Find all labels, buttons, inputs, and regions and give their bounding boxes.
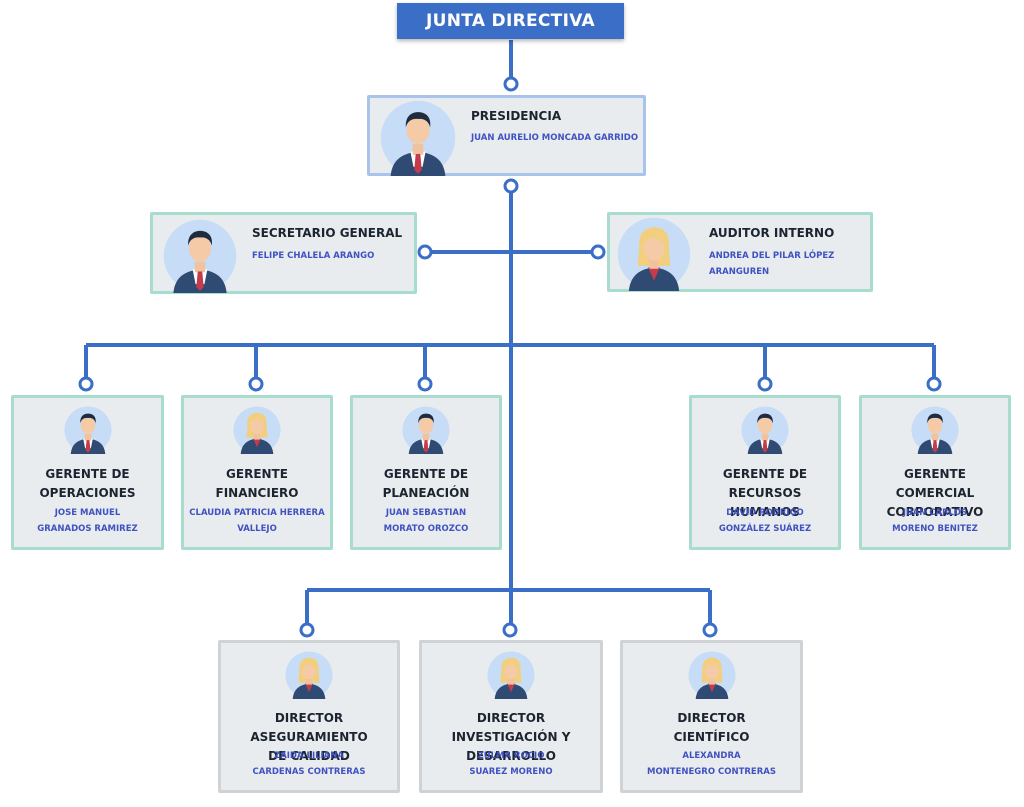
director-title-line2: DE CALIDAD [268, 749, 350, 763]
manager-title-line2: FINANCIERO [215, 486, 299, 500]
manager-title-line1: GERENTE [226, 467, 288, 481]
female-executive-icon [617, 217, 691, 291]
manager-title-line2: HUMANOS [730, 505, 800, 519]
male-executive-icon [911, 406, 959, 454]
manager-card-planning: GERENTE DE PLANEACIÓN JUAN SEBASTIAN MORAT… [350, 395, 502, 550]
connector-node [702, 622, 718, 638]
connector-node [502, 622, 518, 638]
connector-node [248, 376, 264, 392]
connector-node [757, 376, 773, 392]
male-executive-icon [163, 219, 237, 293]
manager-title-line1: GERENTE COMERCIAL [895, 467, 975, 500]
manager-card-commercial: GERENTE COMERCIAL CORPORATIVO JUAN CARLOS… [859, 395, 1011, 550]
connector-node [417, 244, 433, 260]
manager-name-line2: MORATO OROZCO [383, 524, 469, 534]
manager-card-hr: GERENTE DE RECURSOS HUMANOS DAVID RODRIGO… [689, 395, 841, 550]
director-title-line1: DIRECTOR [677, 711, 746, 725]
manager-title-line2: PLANEACIÓN [382, 486, 470, 500]
secretary-card: SECRETARIO GENERAL FELIPE CHALELA ARANGO [150, 212, 417, 294]
connector-node [78, 376, 94, 392]
director-title-line2: CIENTÍFICO [673, 730, 750, 744]
female-executive-icon [487, 651, 535, 699]
manager-title-line1: GERENTE DE [383, 467, 469, 481]
director-title-line1: DIRECTOR INVESTIGACIÓN Y [451, 711, 571, 744]
director-title-line2: DESARROLLO [466, 749, 556, 763]
director-card-research: DIRECTOR INVESTIGACIÓN Y DESARROLLO ZULMA… [419, 640, 603, 793]
board-label: JUNTA DIRECTIVA [426, 11, 595, 31]
director-name-line1: ALEXANDRA [682, 751, 741, 761]
male-executive-icon [380, 100, 456, 176]
director-card-quality: DIRECTOR ASEGURAMIENTO DE CALIDAD ZAIDA L… [218, 640, 400, 793]
female-executive-icon [233, 406, 281, 454]
secretary-name: FELIPE CHALELA ARANGO [252, 251, 375, 261]
director-name-line2: MONTENEGRO CONTRERAS [646, 767, 776, 777]
director-name-line2: SUAREZ MORENO [469, 767, 553, 777]
manager-title-line2: CORPORATIVO [886, 505, 984, 519]
manager-title-line1: GERENTE DE [45, 467, 130, 481]
director-title-line1: DIRECTOR ASEGURAMIENTO [250, 711, 368, 744]
manager-title-line2: OPERACIONES [39, 486, 136, 500]
connector-node [417, 376, 433, 392]
presidency-title: PRESIDENCIA [471, 109, 562, 123]
secretary-title: SECRETARIO GENERAL [252, 226, 403, 240]
manager-name-line2: MORENO BENITEZ [892, 524, 978, 534]
presidency-name: JUAN AURELIO MONCADA GARRIDO [471, 133, 639, 143]
director-name-line1: ZULMA ROCIO [477, 751, 545, 761]
male-executive-icon [402, 406, 450, 454]
connector-node [926, 376, 942, 392]
manager-name-line1: JUAN SEBASTIAN [385, 508, 467, 518]
connector-node [299, 622, 315, 638]
female-executive-icon [687, 651, 736, 699]
connector-node [503, 76, 519, 92]
manager-card-operations: GERENTE DE OPERACIONES JOSE MANUEL GRANADO… [11, 395, 164, 550]
manager-name-line1: DAVID RODRIGO [726, 508, 804, 518]
auditor-name-line1: ANDREA DEL PILAR LÓPEZ [709, 251, 835, 261]
connector-node [503, 178, 519, 194]
manager-name-line2: VALLEJO [237, 524, 277, 534]
director-card-scientific: DIRECTOR CIENTÍFICO ALEXANDRA MONTENEGRO C… [620, 640, 803, 793]
manager-card-financial: GERENTE FINANCIERO CLAUDIA PATRICIA HERRE… [181, 395, 333, 550]
manager-name-line2: GONZÁLEZ SUÁREZ [718, 524, 812, 534]
auditor-card: AUDITOR INTERNO ANDREA DEL PILAR LÓPEZ A… [607, 212, 873, 292]
auditor-name-line2: ARANGUREN [709, 267, 770, 277]
manager-name-line1: JOSE MANUEL [54, 508, 121, 518]
female-executive-icon [285, 651, 333, 699]
manager-name-line2: GRANADOS RAMIREZ [37, 524, 138, 534]
male-executive-icon [741, 406, 789, 454]
manager-title-line1: GERENTE DE RECURSOS [722, 467, 808, 500]
auditor-title: AUDITOR INTERNO [709, 226, 835, 240]
manager-name-line1: JUAN CARLOS [902, 508, 968, 518]
board-box: JUNTA DIRECTIVA [397, 3, 624, 39]
presidency-card: PRESIDENCIA JUAN AURELIO MONCADA GARRIDO [367, 95, 646, 176]
director-name-line2: CARDENAS CONTRERAS [252, 767, 366, 777]
connector-node [590, 244, 606, 260]
male-executive-icon [63, 406, 112, 454]
director-name-line1: ZAIDA LILIANA [274, 751, 344, 761]
manager-name-line1: CLAUDIA PATRICIA HERRERA [189, 508, 325, 518]
